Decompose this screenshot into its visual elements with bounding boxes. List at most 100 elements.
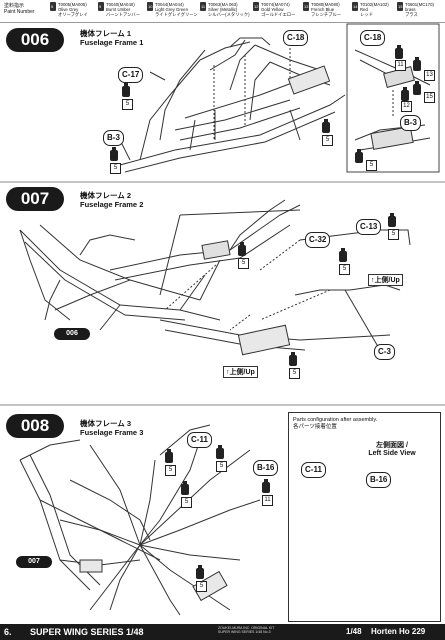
fuselage-frame-1-drawing — [119, 37, 346, 173]
paint-bottle-icon — [388, 213, 396, 227]
paint-bottle-icon — [110, 147, 118, 161]
paint-bottle-icon: 12 — [253, 2, 259, 11]
paint-name: Red — [360, 7, 368, 12]
paint-name-jp: バーントアンバー — [106, 12, 140, 17]
paint-number: 5 — [339, 264, 350, 275]
paint-code: T0080(MA080) — [311, 2, 340, 7]
part-callout: C-18 — [283, 30, 309, 46]
footer-small-line: SUPER WING SERIES 1/48 No.3 — [218, 630, 271, 634]
paint-name-jp: オリーブグレイ — [58, 12, 88, 17]
reference-step-tag: 007 — [16, 556, 52, 568]
inset-title-en: Parts configuration after assembly. — [293, 417, 378, 423]
inset-side-en: Left Side View — [368, 450, 416, 457]
paint-number: 5 — [165, 465, 176, 476]
paint-name-jp: ゴールドイエロー — [261, 12, 296, 17]
paint-number: 11 — [395, 60, 406, 71]
paint-name: Olive Grey — [58, 7, 79, 12]
paint-label-en: Paint Number — [4, 9, 35, 15]
kit-scale: 1/48 — [346, 627, 362, 636]
paint-bottle-icon: 10 — [147, 2, 153, 11]
paint-number: 15 — [424, 92, 435, 103]
fuselage-frame-3-drawing — [19, 424, 261, 616]
paint-code: T0044(MA044) — [155, 2, 184, 7]
paint-bottle-icon: 15 — [397, 2, 403, 11]
part-callout: B-3 — [103, 130, 124, 146]
paint-code: T0102(MA102) — [360, 2, 389, 7]
paint-code: T0005(MA005) — [58, 2, 87, 7]
paint-number: 5 — [216, 461, 227, 472]
paint-number: 5 — [388, 229, 399, 240]
paint-name-jp: フレンチブルー — [311, 12, 342, 17]
paint-bottle-icon — [122, 83, 130, 97]
series-name: SUPER WING SERIES 1/48 — [30, 627, 144, 637]
paint-bottle-icon — [181, 481, 189, 495]
inset-view-label: 左側面図 / Left Side View — [349, 440, 435, 457]
part-callout: C-18 — [360, 30, 386, 46]
fuselage-frame-2-drawing — [19, 199, 411, 351]
step-title-jp: 機体フレーム 3 — [80, 419, 132, 428]
paint-number: 5 — [366, 160, 377, 171]
paint-name: French Blue — [311, 7, 335, 12]
part-callout: B-16 — [253, 460, 279, 476]
paint-bottle-icon — [165, 449, 173, 463]
paint-bottle-icon: 11 — [200, 2, 206, 11]
paint-bottle-icon: 9 — [98, 2, 104, 11]
paint-code: T0601(MC170) — [405, 2, 434, 7]
paint-bottle-icon — [196, 565, 204, 579]
part-callout: B-3 — [400, 115, 421, 131]
part-callout: C-32 — [305, 232, 331, 248]
part-callout: C-3 — [374, 344, 395, 360]
paint-bottle-icon — [289, 352, 297, 366]
paint-bottle-icon: 14 — [352, 2, 358, 11]
up-direction-label: ↑上側/Up — [223, 366, 258, 378]
paint-number: 5 — [322, 135, 333, 146]
page-number: 6. — [4, 627, 12, 637]
up-direction-label: ↑上側/Up — [368, 274, 403, 286]
paint-bottle-icon: 5 — [50, 2, 56, 11]
paint-number: 5 — [196, 581, 207, 592]
step-number: 007 — [6, 187, 64, 211]
step-title-jp: 機体フレーム 1 — [80, 29, 132, 38]
footer-small-line: ZOUKEI-MURA INC. ORIGINAL KIT — [218, 626, 275, 630]
paint-number: 5 — [181, 497, 192, 508]
paint-name-jp: レッド — [360, 12, 373, 17]
paint-reference-bar: 塗料指示 Paint Number 5 T0005(MA005) Olive G… — [0, 0, 445, 23]
part-callout: C-11 — [187, 432, 212, 448]
assembled-parts-inset: Parts configuration after assembly. 各パーツ… — [288, 412, 441, 622]
paint-name: Silver (Metallic) — [208, 7, 238, 12]
paint-bottle-icon — [216, 445, 224, 459]
paint-number: 5 — [289, 368, 300, 379]
paint-number: 11 — [262, 495, 273, 506]
step-number: 006 — [6, 28, 64, 52]
paint-label: 塗料指示 Paint Number — [4, 3, 35, 15]
paint-number: 5 — [238, 258, 249, 269]
inset-title-jp: 各パーツ接着位置 — [293, 424, 337, 430]
paint-name-jp: ライトグレイグリーン — [155, 12, 198, 17]
inset-title: Parts configuration after assembly. 各パーツ… — [293, 417, 377, 431]
paint-number: 5 — [110, 163, 121, 174]
paint-number: 12 — [401, 101, 412, 112]
footer-small-print: ZOUKEI-MURA INC. ORIGINAL KIT SUPER WING… — [218, 626, 274, 634]
step-title-jp: 機体フレーム 2 — [80, 191, 132, 200]
inset-side-jp: 左側面図 / — [376, 442, 408, 449]
part-callout: B-16 — [366, 472, 392, 488]
paint-bottle-icon — [262, 479, 270, 493]
paint-bottle-icon — [322, 119, 330, 133]
paint-number: 5 — [122, 99, 133, 110]
paint-name-jp: ブラス — [405, 12, 418, 17]
kit-model-name: Horten Ho 229 — [371, 627, 426, 636]
part-callout: C-17 — [118, 67, 144, 83]
paint-bottle-icon: 13 — [303, 2, 309, 11]
step-title-en: Fuselage Frame 3 — [80, 428, 144, 437]
paint-bottle-icon — [339, 248, 347, 262]
paint-label-jp: 塗料指示 — [4, 3, 25, 9]
paint-name: Gold Yellow — [261, 7, 284, 12]
paint-name: Light Grey Green — [155, 7, 188, 12]
paint-number: 13 — [424, 70, 435, 81]
paint-bottle-icon — [401, 87, 409, 101]
paint-code: T0063(MA 063) — [208, 2, 238, 7]
paint-name-jp: シルバー(メタリック) — [208, 12, 250, 17]
paint-code: T0074(MA074) — [261, 2, 290, 7]
reference-step-tag: 006 — [54, 328, 90, 340]
step-title-en: Fuselage Frame 1 — [80, 38, 144, 47]
